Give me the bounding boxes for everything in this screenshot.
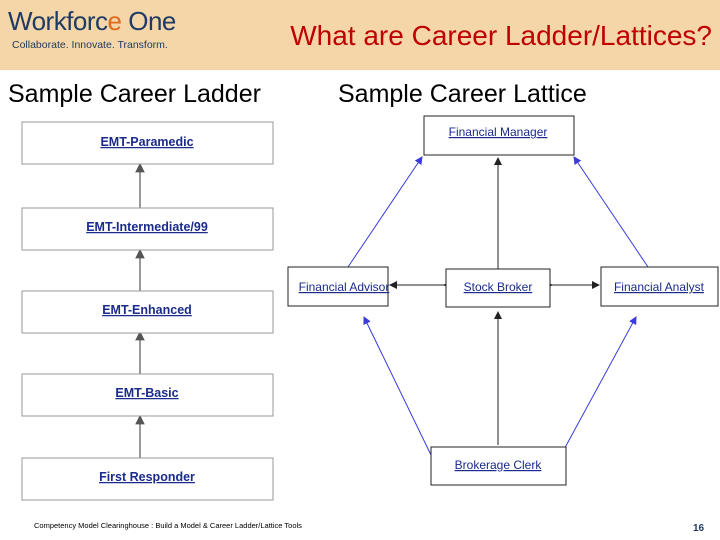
lattice-arrow-bottom-to-right — [560, 316, 637, 456]
ladder-rung-2: EMT-Intermediate/99 — [21, 207, 274, 251]
svg-text:First Responder: First Responder — [99, 470, 195, 484]
ladder-rung-1: EMT-Paramedic — [21, 121, 274, 165]
lattice-node-center: Stock Broker — [445, 268, 551, 308]
svg-text:Stock Broker: Stock Broker — [464, 280, 533, 294]
svg-text:Brokerage Clerk: Brokerage Clerk — [455, 458, 543, 472]
lattice-node-right: Financial Analyst — [600, 266, 719, 307]
logo-wordmark: Workforce One — [8, 6, 176, 36]
svg-text:Financial Advisor: Financial Advisor — [299, 280, 390, 294]
lattice-arrow-bottom-to-left — [363, 316, 432, 456]
logo-mark-icon: e — [107, 6, 122, 36]
ladder-rung-3: EMT-Enhanced — [21, 290, 274, 334]
svg-text:EMT-Enhanced: EMT-Enhanced — [102, 303, 192, 317]
slide-title: What are Career Ladder/Lattices? — [290, 20, 712, 51]
lattice-node-bottom: Brokerage Clerk — [430, 446, 567, 486]
lattice-heading: Sample Career Lattice — [338, 80, 587, 108]
ladder-rung-4: EMT-Basic — [21, 373, 274, 417]
logo-tagline: Collaborate. Innovate. Transform. — [12, 39, 168, 51]
header-band: Workforce One Collaborate. Innovate. Tra… — [0, 0, 720, 70]
career-ladder-diagram: EMT-Paramedic EMT-Intermediate/99 EMT-En… — [21, 121, 274, 501]
svg-text:Financial Manager: Financial Manager — [449, 125, 548, 139]
ladder-heading: Sample Career Ladder — [8, 80, 261, 108]
workforce-one-logo: Workforce One Collaborate. Innovate. Tra… — [8, 6, 193, 54]
ladder-rung-5: First Responder — [21, 457, 274, 501]
lattice-arrow-right-to-top — [573, 156, 649, 268]
page-number: 16 — [693, 523, 705, 534]
svg-text:EMT-Paramedic: EMT-Paramedic — [100, 135, 193, 149]
svg-text:EMT-Intermediate/99: EMT-Intermediate/99 — [86, 220, 208, 234]
svg-text:Financial Analyst: Financial Analyst — [614, 280, 705, 294]
lattice-node-top: Financial Manager — [423, 115, 575, 156]
svg-text:EMT-Basic: EMT-Basic — [115, 386, 178, 400]
career-lattice-diagram: Financial Manager Financial Advisor Stoc… — [287, 115, 719, 486]
lattice-arrow-left-to-top — [347, 156, 423, 268]
lattice-node-left: Financial Advisor — [287, 266, 390, 307]
footer-text: Competency Model Clearinghouse : Build a… — [34, 521, 302, 530]
